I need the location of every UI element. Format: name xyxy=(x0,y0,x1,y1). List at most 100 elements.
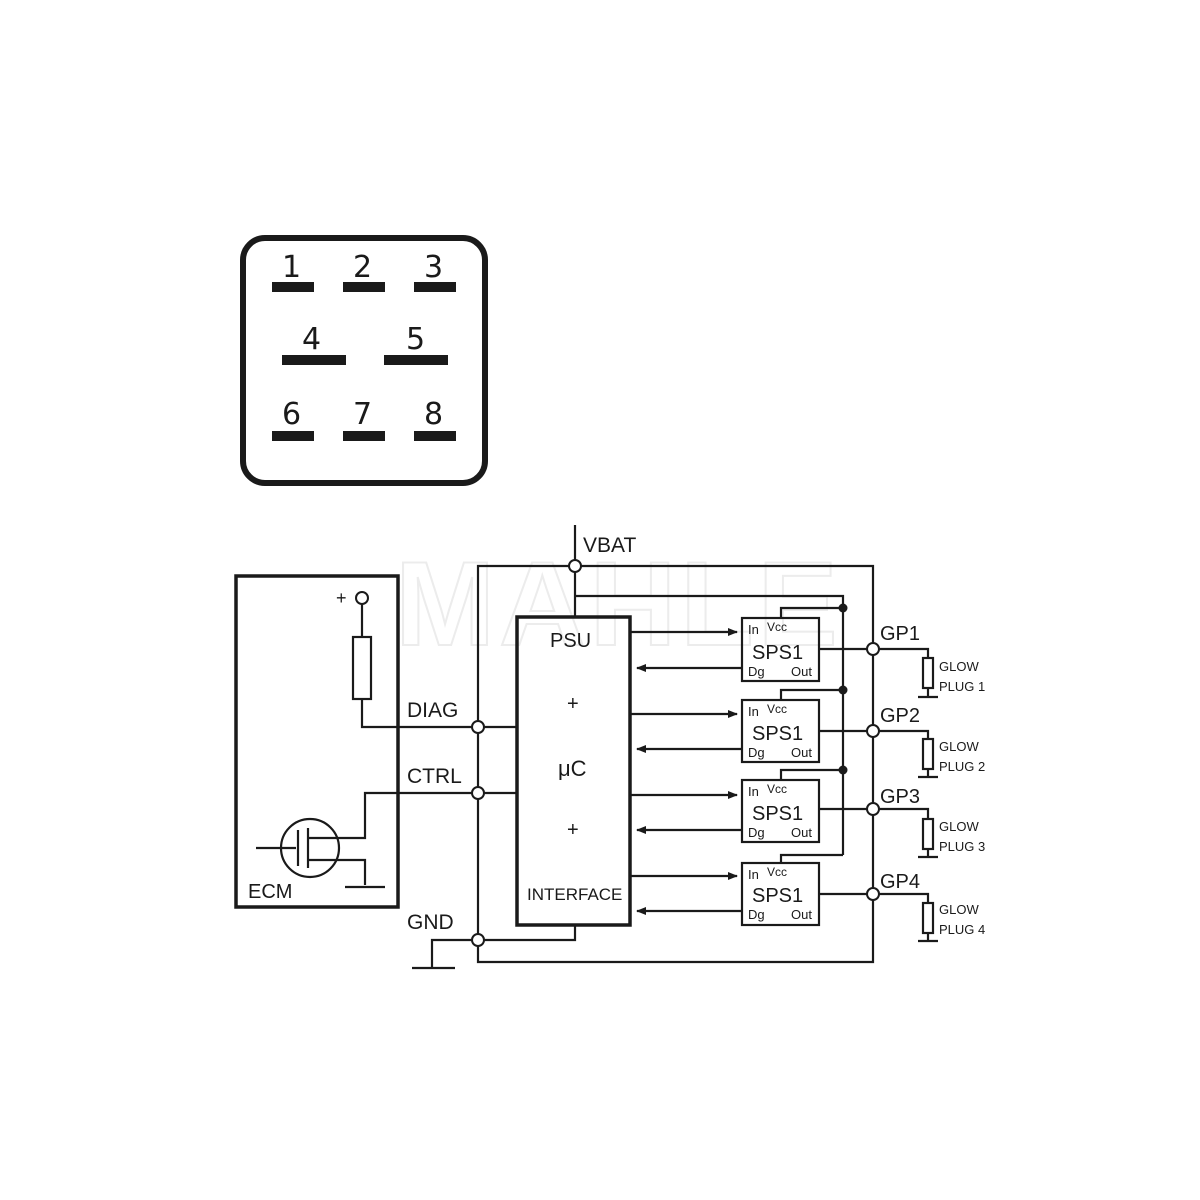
switch-4-dg-label: Dg xyxy=(748,907,765,922)
connector-outline xyxy=(240,235,488,486)
ctrl-wire xyxy=(308,791,478,840)
glow-plug-1-icon xyxy=(921,656,935,690)
switch-3-vcc-wire xyxy=(779,768,843,780)
switch-4-in-label: In xyxy=(748,867,759,882)
switch-1-vcc-wire xyxy=(779,606,843,618)
switch-3: In Vcc SPS1 Dg Out GP3 GLOW PLUG 3 xyxy=(630,765,985,859)
gnd-node xyxy=(471,933,485,947)
uc-label: μC xyxy=(558,756,587,781)
glow-plug-2-wire xyxy=(879,729,930,739)
diag-wire xyxy=(360,699,478,729)
pin-7-label: 7 xyxy=(353,397,372,432)
pin-3-label: 3 xyxy=(424,250,443,285)
vbat-label: VBAT xyxy=(583,534,636,557)
glow-plug-4-label-line1: GLOW xyxy=(939,902,979,917)
switch-3-out-label: Out xyxy=(791,825,812,840)
ecm-box xyxy=(234,574,400,909)
switch-3-name: SPS1 xyxy=(752,803,803,825)
switch-1-dg-label: Dg xyxy=(748,664,765,679)
pin-4-contact xyxy=(282,355,346,365)
switch-2-in-label: In xyxy=(748,704,759,719)
pin-6-contact xyxy=(272,431,314,441)
ecm-label: ECM xyxy=(248,881,292,903)
pin-1-label: 1 xyxy=(282,250,301,285)
switch-1-name: SPS1 xyxy=(752,642,803,664)
glow-plug-2-label-line2: PLUG 2 xyxy=(939,759,985,774)
switch-2-vcc-label: Vcc xyxy=(767,702,787,716)
pin-8-contact xyxy=(414,431,456,441)
switch-3-vcc-label: Vcc xyxy=(767,782,787,796)
switch-2-vcc-junction xyxy=(838,685,848,695)
switch-4-vcc-label: Vcc xyxy=(767,865,787,879)
diag-label: DIAG xyxy=(407,699,458,722)
pin-2-contact xyxy=(343,282,385,292)
vbat-left-rail xyxy=(476,564,569,721)
switch-1-vcc-junction xyxy=(838,603,848,613)
pin-5-label: 5 xyxy=(406,322,425,357)
pin-8-label: 8 xyxy=(424,397,443,432)
gp2-node xyxy=(866,724,880,738)
glow-plug-4-wire xyxy=(879,892,930,903)
ecm-source-wire xyxy=(308,858,367,885)
switch-1: In Vcc SPS1 Dg Out GP1 GLOW PLUG 1 xyxy=(630,603,985,699)
glow-plug-3-label-line2: PLUG 3 xyxy=(939,839,985,854)
pin-3-contact xyxy=(414,282,456,292)
glow-plug-1-label-line2: PLUG 1 xyxy=(939,679,985,694)
pin-6-label: 6 xyxy=(282,397,301,432)
switch-3-dg-label: Dg xyxy=(748,825,765,840)
switch-2: In Vcc SPS1 Dg Out GP2 GLOW PLUG 2 xyxy=(630,685,985,779)
switch-2-name: SPS1 xyxy=(752,723,803,745)
controller-block: PSU + μC + INTERFACE xyxy=(515,615,632,927)
switch-1-in-label: In xyxy=(748,622,759,637)
controller-ground xyxy=(484,925,577,942)
diag-node xyxy=(471,720,485,734)
glow-plug-1-wire xyxy=(879,647,930,658)
ecm-pullup-resistor xyxy=(351,635,373,701)
gnd-return-rail xyxy=(476,900,875,964)
gp3-label: GP3 xyxy=(880,786,920,808)
gp4-label: GP4 xyxy=(880,871,920,893)
pin-2-label: 2 xyxy=(353,250,372,285)
glow-plug-1-label-line1: GLOW xyxy=(939,659,979,674)
switch-4-name: SPS1 xyxy=(752,885,803,907)
switch-1-out-label: Out xyxy=(791,664,812,679)
gp3-node xyxy=(866,802,880,816)
interface-label: INTERFACE xyxy=(527,885,622,904)
controller-plus-bottom: + xyxy=(567,819,579,841)
glow-plug-4-label-line2: PLUG 4 xyxy=(939,922,985,937)
gnd-lead xyxy=(430,938,472,967)
gp2-label: GP2 xyxy=(880,705,920,727)
glow-plug-4-icon xyxy=(921,901,935,935)
glow-plug-2-label-line1: GLOW xyxy=(939,739,979,754)
glow-plug-3-wire xyxy=(879,807,930,819)
vbat-right-rail xyxy=(581,564,875,643)
ctrl-label: CTRL xyxy=(407,765,462,788)
ecm-block: ECM + xyxy=(234,574,478,909)
switch-1-vcc-label: Vcc xyxy=(767,620,787,634)
pin-5-contact xyxy=(384,355,448,365)
controller-box xyxy=(515,615,632,927)
switch-4-out-label: Out xyxy=(791,907,812,922)
switch-2-vcc-wire xyxy=(779,688,843,700)
switch-4: In Vcc SPS1 Dg Out GP4 GLOW PLUG 4 xyxy=(630,853,985,943)
gp4-node xyxy=(866,887,880,901)
gp1-label: GP1 xyxy=(880,623,920,645)
glow-plug-3-label-line1: GLOW xyxy=(939,819,979,834)
switch-2-dg-label: Dg xyxy=(748,745,765,760)
switch-2-out-label: Out xyxy=(791,745,812,760)
switch-3-in-label: In xyxy=(748,784,759,799)
switch-4-vcc-wire xyxy=(779,853,843,863)
gnd-label: GND xyxy=(407,911,454,934)
watermark: MAHLE xyxy=(395,537,842,671)
glow-plug-3-icon xyxy=(921,817,935,851)
pin-1-contact xyxy=(272,282,314,292)
psu-label: PSU xyxy=(550,630,591,652)
controller-plus-top: + xyxy=(567,693,579,715)
vbat-node xyxy=(568,559,582,573)
switch-3-vcc-junction xyxy=(838,765,848,775)
glow-plug-2-icon xyxy=(921,737,935,771)
pin-4-label: 4 xyxy=(302,322,321,357)
ecm-supply-terminal xyxy=(355,591,369,605)
connector-pinout: 1 2 3 4 5 6 7 8 xyxy=(240,235,488,486)
